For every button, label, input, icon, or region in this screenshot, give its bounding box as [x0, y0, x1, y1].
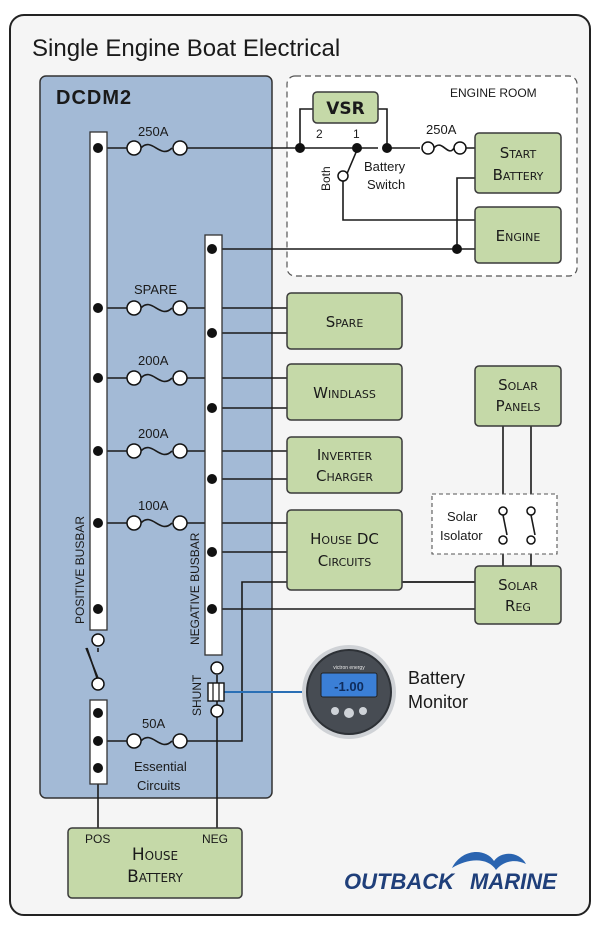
fuse-f3-label: 200A [138, 353, 169, 368]
svg-text:Reg: Reg [505, 597, 531, 615]
essential-circuits-label-1: Essential [134, 759, 187, 774]
svg-text:Panels: Panels [496, 397, 541, 415]
negative-busbar [204, 234, 223, 656]
fuse-f2 [126, 300, 188, 316]
svg-text:POS: POS [85, 832, 110, 846]
solar-isolator-switches [498, 506, 536, 545]
solar-isolator-area [431, 493, 558, 555]
svg-text:Inverter: Inverter [317, 446, 373, 464]
house-dc-circuits-box: House DC Circuits [286, 509, 403, 591]
house-battery-box: POS NEG House Battery [67, 827, 243, 899]
switch-pos-2: 2 [316, 127, 323, 141]
solar-reg-box: Solar Reg [474, 565, 562, 625]
start-battery-box: Start Battery [474, 132, 562, 194]
solar-isolator-label-2: Isolator [440, 528, 483, 543]
busbar-terminals [91, 143, 217, 773]
fuses [126, 140, 467, 749]
battery-switch [295, 143, 392, 182]
svg-text:House: House [132, 845, 178, 865]
fuse-f5 [126, 515, 188, 531]
battery-switch-label-2: Switch [367, 177, 405, 192]
wires [86, 108, 532, 828]
busbar-switch [85, 647, 99, 679]
svg-text:Battery: Battery [493, 166, 544, 184]
engine-box: Engine [474, 206, 562, 264]
svg-text:Engine: Engine [496, 227, 541, 245]
battery-monitor-label-2: Monitor [408, 692, 468, 712]
monitor-screen [320, 672, 378, 698]
fuse-f1 [126, 140, 188, 156]
battery-monitor-device: victron energy -1.00 [302, 645, 396, 739]
fuse-engine-room [421, 141, 467, 155]
essential-circuits-label-2: Circuits [137, 778, 181, 793]
fuse-f4 [126, 443, 188, 459]
svg-text:Circuits: Circuits [318, 552, 372, 570]
fuse-f6 [126, 733, 188, 749]
inverter-charger-box: Inverter Charger [286, 436, 403, 494]
vsr-box: VSR [312, 91, 379, 124]
svg-text:OUTBACK: OUTBACK [344, 869, 456, 894]
switch-both: Both [319, 166, 333, 191]
battery-switch-label-1: Battery [364, 159, 406, 174]
switch-pos-1: 1 [353, 127, 360, 141]
outback-marine-logo: OUTBACK MARINE [344, 851, 558, 894]
svg-text:Battery: Battery [127, 867, 184, 887]
shunt-label: SHUNT [190, 674, 204, 716]
spare-box: Spare [286, 292, 403, 350]
positive-busbar-label: POSITIVE BUSBAR [73, 516, 87, 624]
svg-text:Spare: Spare [326, 313, 364, 331]
shunt [207, 661, 225, 718]
svg-text:victron energy: victron energy [333, 665, 365, 671]
panel-label: DCDM2 [56, 87, 132, 109]
engine-junction [452, 244, 462, 254]
fuse-f6-label: 50A [142, 716, 165, 731]
fuse-f2-label: SPARE [134, 282, 177, 297]
engine-room-label: ENGINE ROOM [450, 86, 537, 100]
fuse-f5-label: 100A [138, 498, 169, 513]
svg-text:-1.00: -1.00 [334, 679, 364, 694]
svg-text:Start: Start [500, 144, 537, 162]
svg-text:MARINE: MARINE [470, 869, 558, 894]
fuse-engine-room-label: 250A [426, 122, 457, 137]
diagram-title: Single Engine Boat Electrical [32, 35, 340, 62]
negative-busbar-label: NEGATIVE BUSBAR [188, 532, 202, 645]
windlass-box: Windlass [286, 363, 403, 421]
svg-text:Solar: Solar [498, 576, 538, 594]
battery-monitor-label-1: Battery [408, 668, 465, 688]
svg-text:VSR: VSR [326, 99, 365, 119]
fuse-f4-label: 200A [138, 426, 169, 441]
solar-isolator-label-1: Solar [447, 509, 478, 524]
svg-text:Windlass: Windlass [313, 384, 376, 402]
svg-text:Solar: Solar [498, 376, 538, 394]
svg-text:NEG: NEG [202, 832, 228, 846]
svg-text:Charger: Charger [316, 467, 373, 485]
solar-panels-box: Solar Panels [474, 365, 562, 427]
fuse-f3 [126, 370, 188, 386]
fuse-f1-label: 250A [138, 124, 169, 139]
svg-text:House DC: House DC [310, 530, 379, 548]
